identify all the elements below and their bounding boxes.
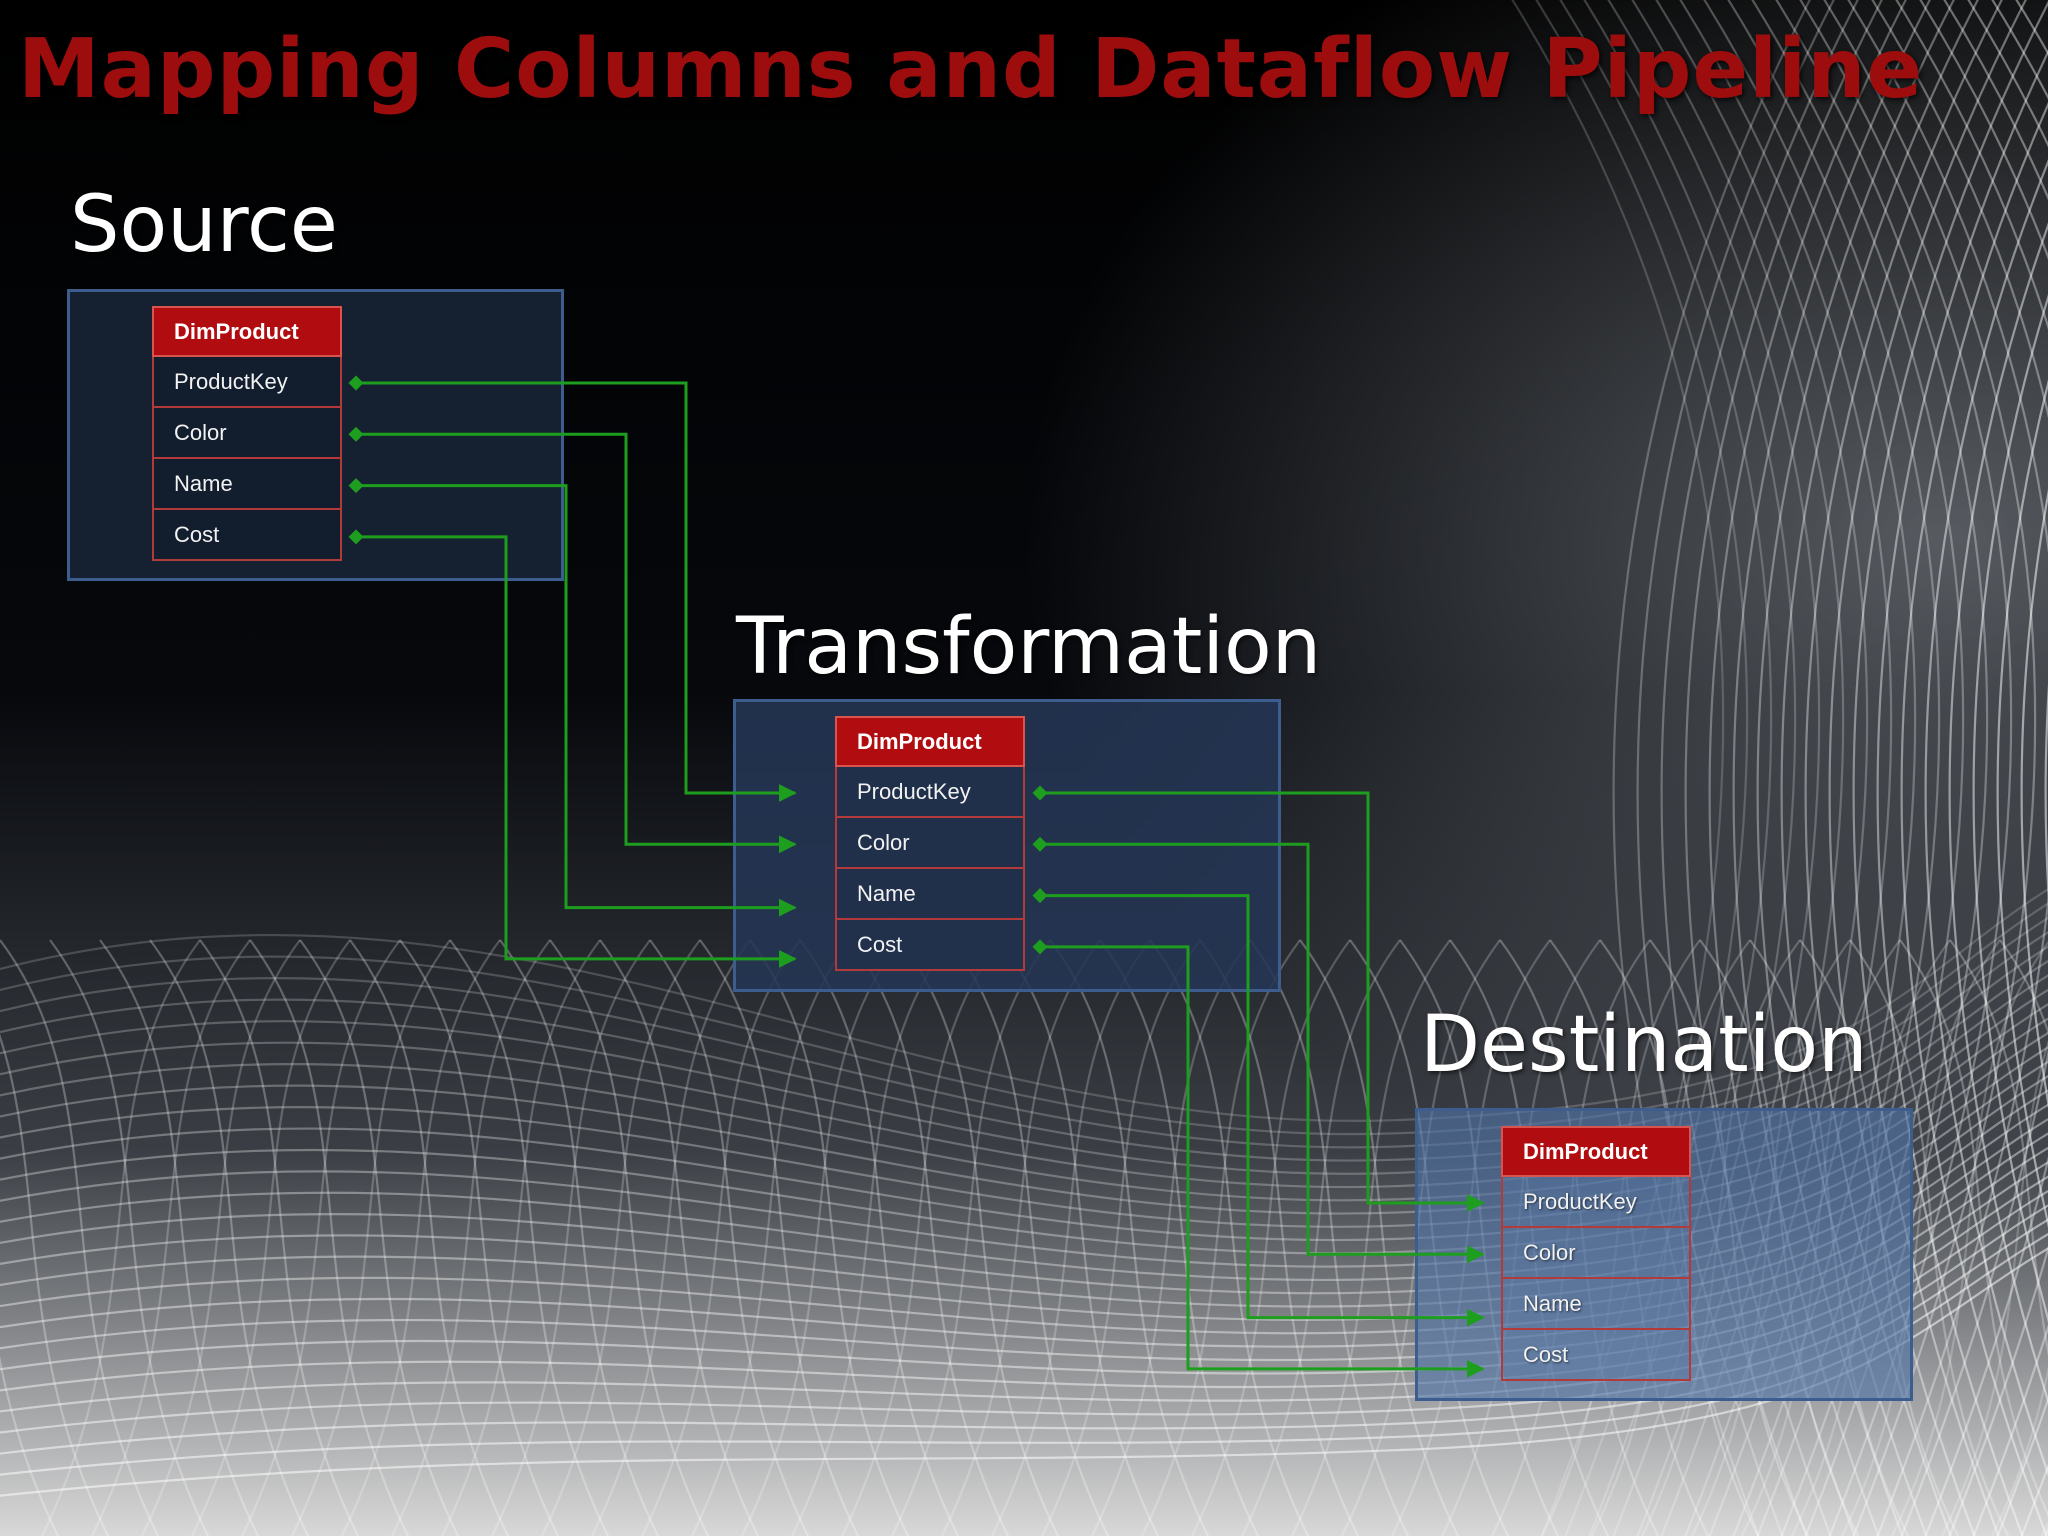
- transformation-table-header: DimProduct: [835, 716, 1025, 767]
- transformation-column-cost: Cost: [835, 920, 1025, 971]
- source-heading: Source: [70, 180, 338, 270]
- destination-heading: Destination: [1420, 1000, 1868, 1090]
- destination-table-header: DimProduct: [1501, 1126, 1691, 1177]
- destination-column-cost: Cost: [1501, 1330, 1691, 1381]
- destination-column-name: Name: [1501, 1279, 1691, 1330]
- source-column-name: Name: [152, 459, 342, 510]
- slide-title: Mapping Columns and Dataflow Pipeline: [18, 22, 1924, 117]
- transformation-column-productkey: ProductKey: [835, 767, 1025, 818]
- source-table: DimProduct ProductKey Color Name Cost: [152, 306, 342, 561]
- source-column-productkey: ProductKey: [152, 357, 342, 408]
- destination-table: DimProduct ProductKey Color Name Cost: [1501, 1126, 1691, 1381]
- source-column-color: Color: [152, 408, 342, 459]
- transformation-column-name: Name: [835, 869, 1025, 920]
- transformation-heading: Transformation: [736, 602, 1322, 692]
- destination-column-productkey: ProductKey: [1501, 1177, 1691, 1228]
- transformation-table: DimProduct ProductKey Color Name Cost: [835, 716, 1025, 971]
- destination-column-color: Color: [1501, 1228, 1691, 1279]
- transformation-column-color: Color: [835, 818, 1025, 869]
- source-column-cost: Cost: [152, 510, 342, 561]
- source-table-header: DimProduct: [152, 306, 342, 357]
